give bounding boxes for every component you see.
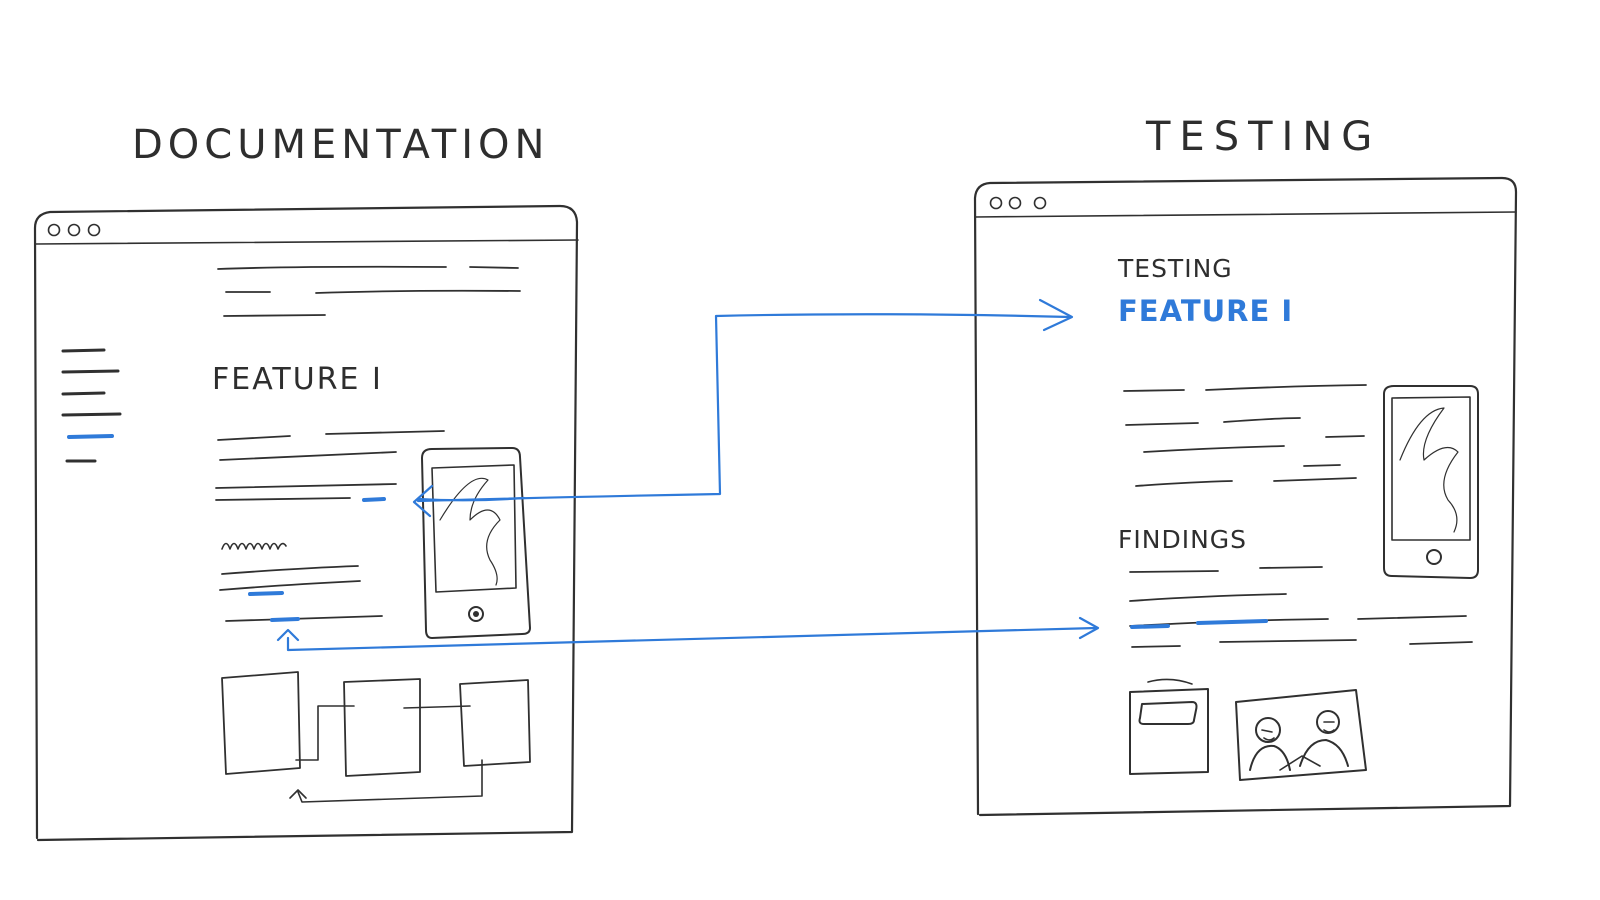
testing-feature-heading: FEATURE I [1118,294,1294,328]
connector-doc-to-testing-feature [412,298,1074,518]
nav-line [61,412,122,417]
documentation-window [33,204,579,842]
doc-flow-diagram [221,671,531,803]
findings-highlight [1196,619,1268,625]
doc-feature-heading: FEATURE I [212,362,383,397]
nav-line [61,391,106,396]
doc-intro-text [217,265,521,317]
doc-phone-icon [421,447,531,639]
nav-line-active [67,434,114,439]
nav-line [61,348,106,353]
testing-body-text [1123,384,1367,487]
testing-title: TESTING [1146,114,1382,160]
findings-heading: FINDINGS [1118,525,1248,554]
window-controls-icon [989,196,1047,210]
connector-doc-to-findings [276,616,1100,652]
doc-feature-body [215,430,445,622]
documentation-title: DOCUMENTATION [132,122,550,168]
testing-media-boxes [1129,678,1367,781]
doc-sidebar-nav [61,348,122,463]
nav-line [61,369,120,374]
people-icon [1249,710,1349,771]
testing-findings-text [1129,566,1473,648]
window-controls-icon [47,223,101,237]
testing-phone-icon [1383,385,1479,579]
findings-highlight [1130,624,1170,629]
testing-page-heading: TESTING [1118,254,1233,283]
testing-window [973,176,1518,817]
doc-link-highlight [362,497,386,502]
